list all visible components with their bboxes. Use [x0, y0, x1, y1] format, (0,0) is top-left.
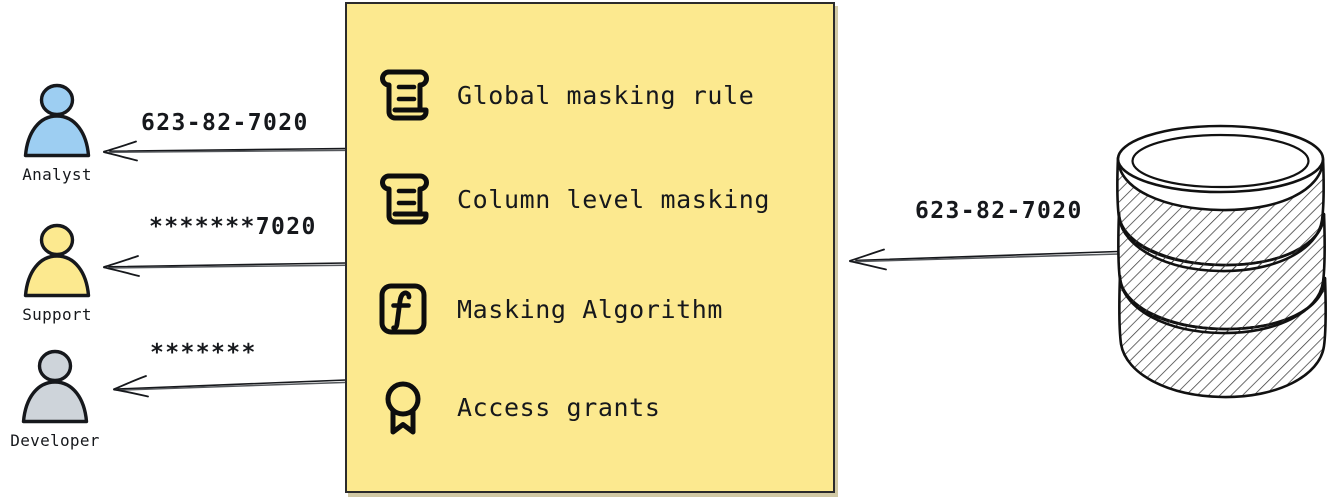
actor-developer: Developer [0, 348, 110, 450]
policy-panel: Global masking rule Column level masking… [345, 2, 835, 493]
policy-row-label: Access grants [457, 392, 661, 422]
actor-label: Analyst [22, 165, 92, 184]
policy-row[interactable]: Access grants [375, 374, 660, 440]
function-icon [379, 283, 427, 335]
scroll-icon [380, 69, 429, 121]
flow-value-source: 623-82-7020 [915, 198, 1083, 224]
flow-arrow-analyst [103, 140, 347, 162]
flow-arrow-source [849, 248, 1120, 271]
policy-row[interactable]: Global masking rule [375, 62, 754, 128]
actor-label: Support [22, 305, 92, 324]
policy-row-label: Global masking rule [457, 80, 755, 110]
flow-value-developer: ******* [150, 340, 257, 366]
person-icon [23, 223, 91, 298]
flow-arrow-developer [113, 375, 348, 398]
policy-row[interactable]: Column level masking [375, 166, 770, 232]
flow-value-analyst: 623-82-7020 [141, 110, 309, 136]
actor-label: Developer [10, 431, 100, 450]
actor-analyst: Analyst [2, 82, 112, 184]
flow-arrow-support [103, 255, 348, 277]
person-icon [21, 349, 89, 424]
policy-row-label: Column level masking [457, 184, 771, 214]
person-icon [23, 83, 91, 158]
policy-row-label: Masking Algorithm [457, 294, 724, 324]
database-cylinder-icon [1116, 124, 1327, 399]
award-ribbon-icon [385, 381, 421, 435]
scroll-icon [380, 173, 429, 225]
flow-value-support: *******7020 [149, 214, 317, 240]
actor-support: Support [2, 222, 112, 324]
policy-row[interactable]: Masking Algorithm [375, 276, 723, 342]
